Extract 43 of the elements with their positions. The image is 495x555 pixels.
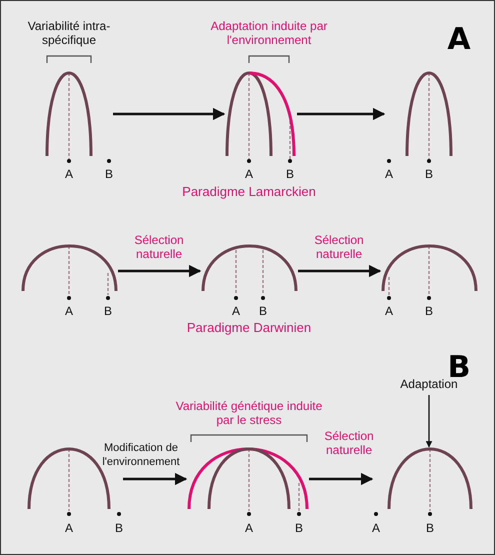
distribution-curve-drawing bbox=[44, 70, 113, 164]
distribution-curve-drawing bbox=[225, 70, 297, 164]
point-label: B bbox=[424, 167, 434, 181]
arrow bbox=[297, 108, 386, 120]
arrow bbox=[298, 264, 382, 278]
annotation: Variabilité intra-spécifique bbox=[26, 19, 112, 47]
distribution-curve-drawing bbox=[187, 446, 309, 516]
edge-label: Sélection naturelle bbox=[133, 233, 185, 261]
edge-label: Modification de l'environnement bbox=[101, 441, 181, 469]
edge-label: Sélection naturelle bbox=[313, 233, 365, 261]
distribution-curve-drawing bbox=[385, 70, 453, 164]
point-label: A bbox=[384, 167, 394, 181]
point-label: B bbox=[424, 521, 435, 535]
point-label: A bbox=[384, 304, 394, 318]
distribution-curve-drawing bbox=[381, 243, 478, 300]
point-label: B bbox=[104, 167, 114, 181]
point-label: B bbox=[294, 521, 304, 535]
panel-letter: A bbox=[446, 25, 472, 55]
point-label: A bbox=[370, 521, 381, 535]
point-label: A bbox=[64, 521, 74, 535]
point-label: A bbox=[64, 304, 74, 318]
section-title: Paradigme Lamarckien bbox=[181, 185, 317, 199]
arrow bbox=[309, 472, 374, 486]
point-label: B bbox=[424, 304, 434, 318]
distribution-curve-drawing bbox=[21, 243, 118, 300]
distribution-curve-drawing bbox=[373, 446, 473, 516]
annotation: Variabilité génétique induite par le stress bbox=[174, 399, 324, 427]
arrow bbox=[123, 472, 188, 486]
point-label: A bbox=[244, 167, 254, 181]
point-label: B bbox=[258, 304, 268, 318]
annotation: Adaptation induite par l'environnement bbox=[210, 19, 328, 47]
edge-label: Sélection naturelle bbox=[323, 429, 375, 457]
section-title: Paradigme Darwinien bbox=[186, 321, 312, 335]
arrow bbox=[426, 395, 432, 448]
arrow bbox=[113, 108, 226, 120]
point-label: B bbox=[284, 167, 295, 181]
point-label: B bbox=[114, 521, 124, 535]
distribution-curve-drawing bbox=[201, 243, 298, 300]
point-label: A bbox=[244, 521, 254, 535]
point-label: A bbox=[230, 304, 241, 318]
point-label: B bbox=[102, 304, 113, 318]
arrow bbox=[118, 264, 202, 278]
point-label: A bbox=[64, 167, 74, 181]
